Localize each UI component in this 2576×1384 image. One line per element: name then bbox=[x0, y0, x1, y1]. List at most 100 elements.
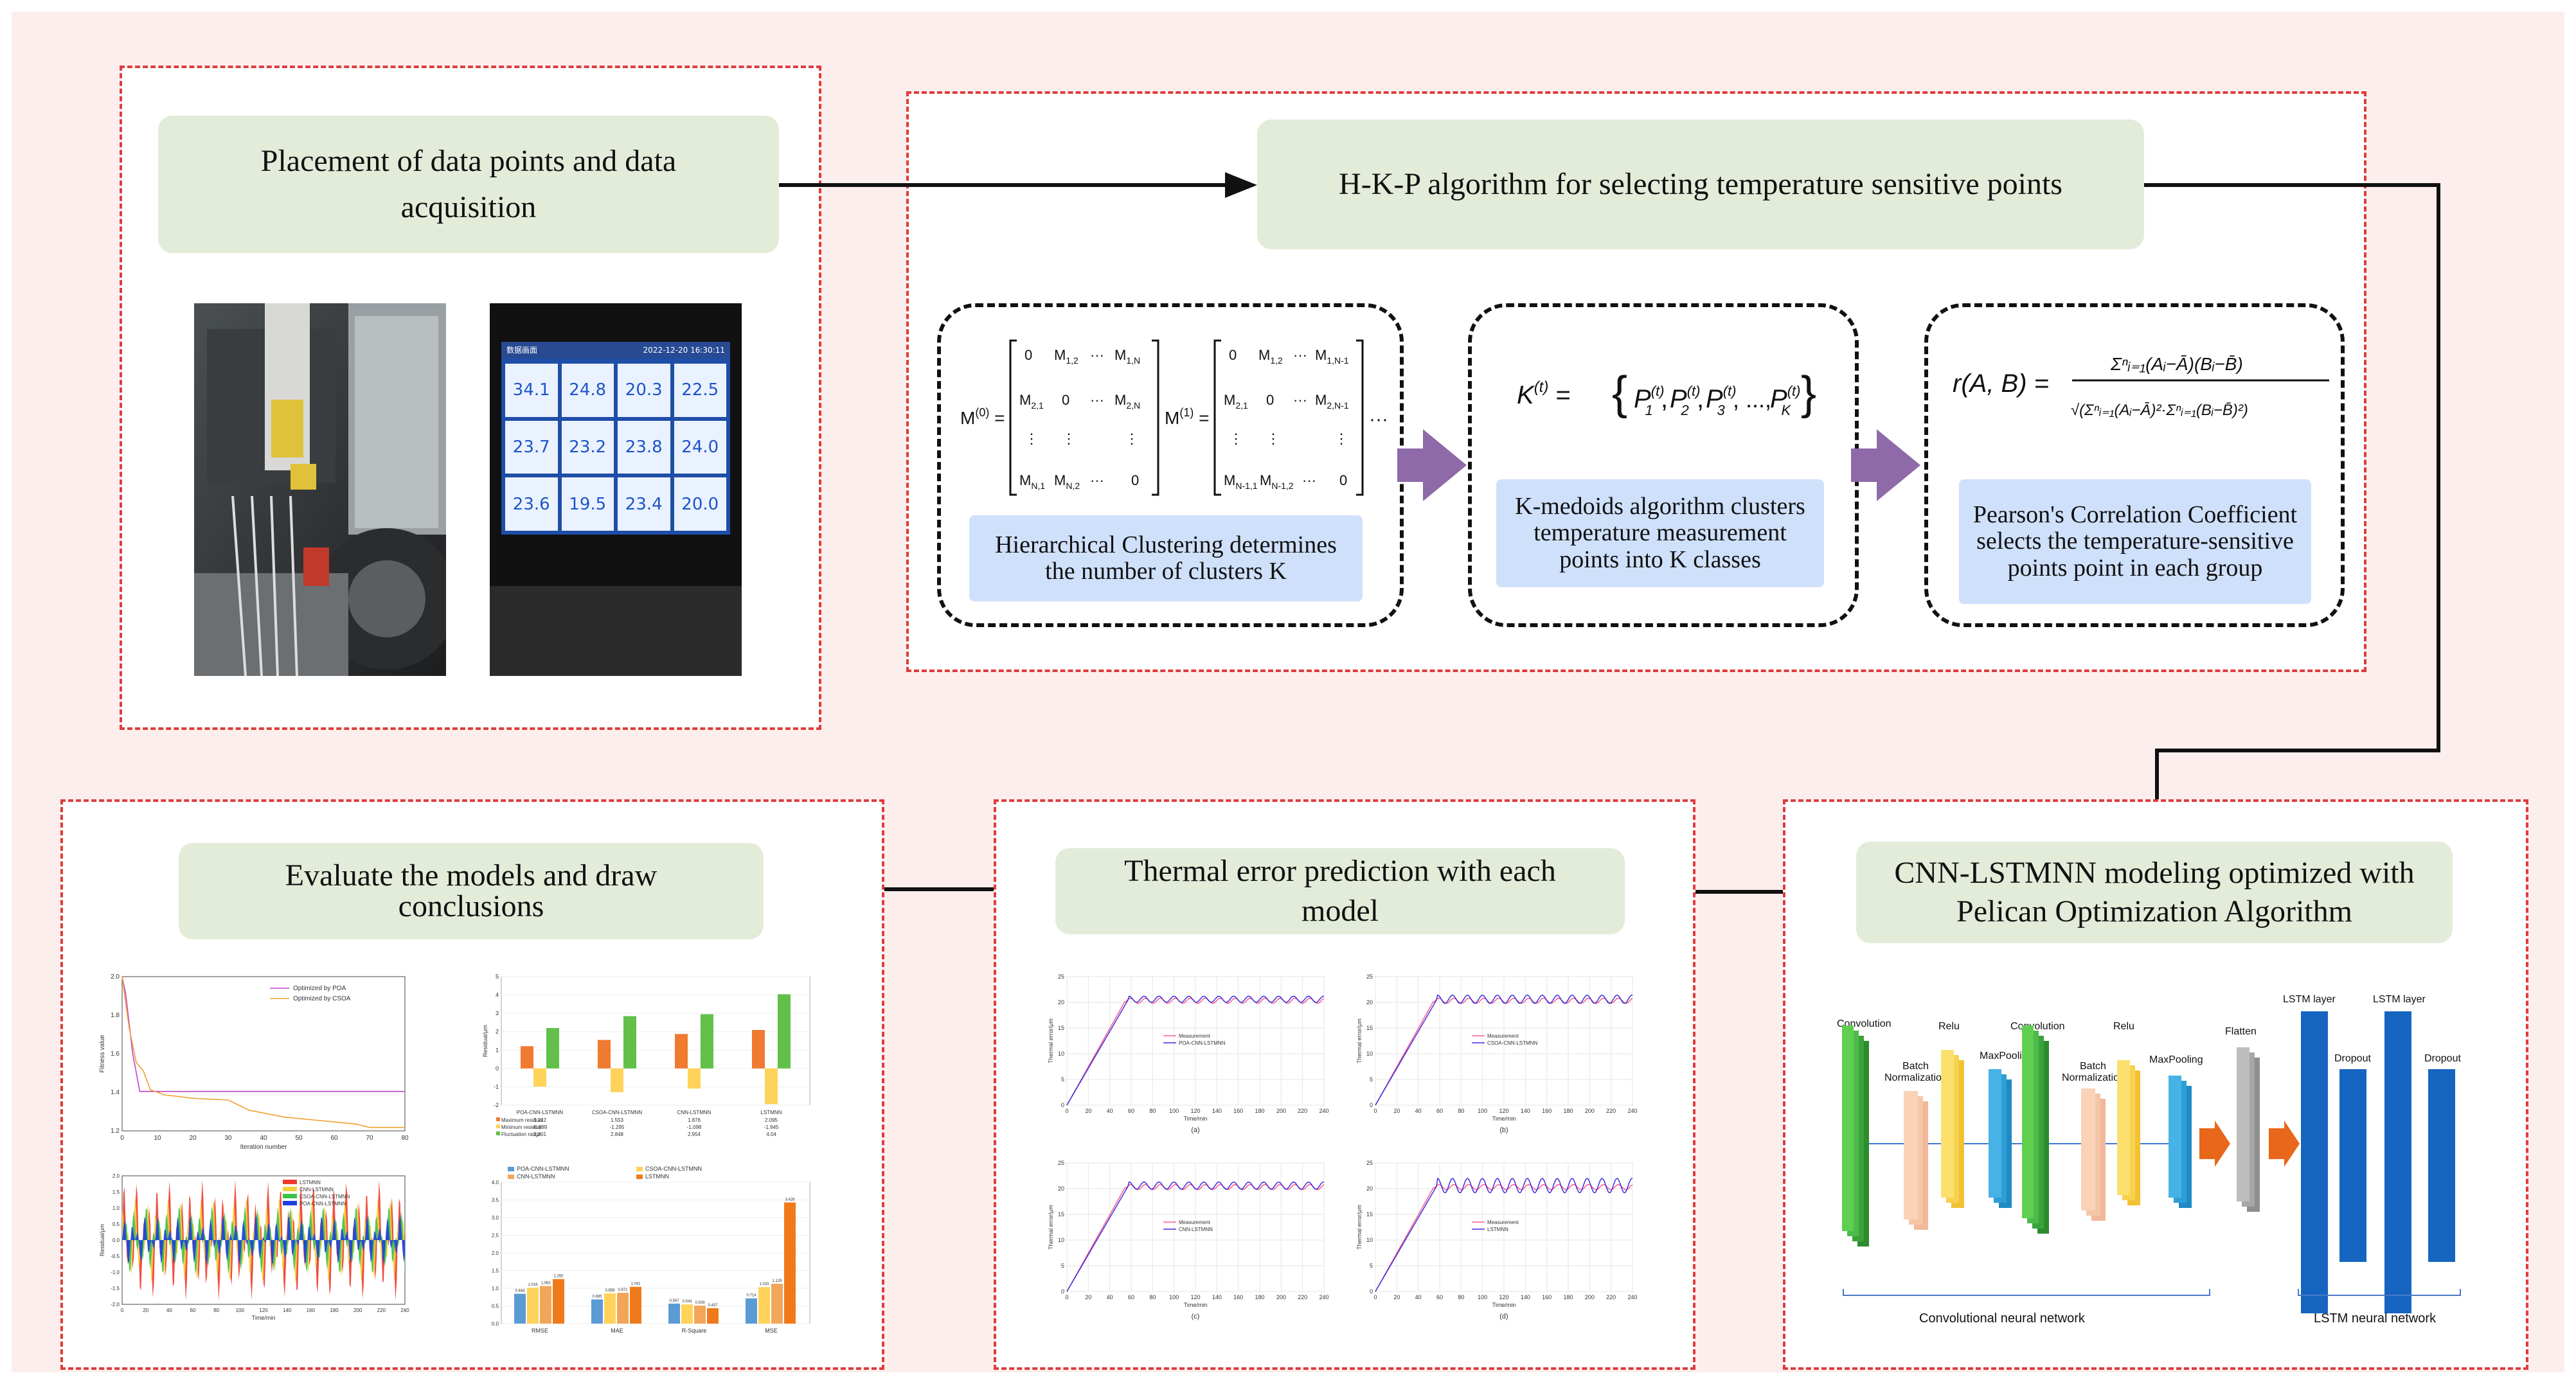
display-header: 数据画面 2022-12-20 16:30:11 bbox=[501, 342, 730, 359]
conv-block-2 bbox=[2022, 1025, 2049, 1234]
metric-bar bbox=[681, 1304, 693, 1324]
category-label: RMSE bbox=[532, 1327, 548, 1334]
prediction-line bbox=[1066, 1181, 1325, 1292]
x-tick-label: 0 bbox=[1065, 1294, 1068, 1300]
table-cell: 1.876 bbox=[688, 1117, 701, 1123]
title-evaluation: Evaluate the models and draw conclusions bbox=[179, 843, 764, 939]
pearson-caption: Pearson's Correlation Coefficient select… bbox=[1959, 479, 2311, 604]
x-tick-label: 80 bbox=[1149, 1294, 1156, 1300]
legend-swatch bbox=[508, 1175, 514, 1179]
lstm-layer-2 bbox=[2384, 1011, 2411, 1313]
metric-bar bbox=[771, 1283, 783, 1324]
x-tick-label: 80 bbox=[1458, 1108, 1464, 1114]
kmedoids-caption: K-medoids algorithm clusters temperature… bbox=[1496, 479, 1824, 587]
metric-bar bbox=[707, 1308, 719, 1324]
y-tick-label: -1 bbox=[494, 1083, 499, 1090]
metric-bar bbox=[746, 1298, 757, 1324]
metric-bar-label: 0.685 bbox=[592, 1295, 602, 1299]
label-batch-1: Batch bbox=[1902, 1061, 1929, 1072]
table-cell: -1.945 bbox=[764, 1124, 779, 1130]
svg-text:⋮: ⋮ bbox=[1125, 430, 1139, 447]
plot-frame bbox=[121, 976, 406, 1131]
plot-tag: (c) bbox=[1192, 1313, 1200, 1320]
y-tick-label: 0.0 bbox=[492, 1321, 499, 1327]
row-label: Fluctuation range bbox=[501, 1131, 541, 1137]
metric-bar-label: 0.714 bbox=[746, 1294, 756, 1298]
x-axis-label: Time/min bbox=[1492, 1115, 1516, 1122]
residual-series-area bbox=[122, 1215, 405, 1265]
group-label: POA-CNN-LSTMNN bbox=[517, 1110, 564, 1115]
x-tick-label: 160 bbox=[1542, 1294, 1552, 1300]
y-tick-label: 25 bbox=[1366, 1160, 1373, 1166]
label-relu-1: Relu bbox=[1938, 1021, 1960, 1032]
svg-text:···: ··· bbox=[1090, 392, 1104, 408]
x-tick-label: 220 bbox=[1606, 1108, 1616, 1114]
legend-swatch bbox=[283, 1187, 297, 1191]
x-tick-label: 140 bbox=[1212, 1294, 1222, 1300]
y-tick-label: -1.0 bbox=[111, 1270, 120, 1275]
x-tick-label: 60 bbox=[190, 1308, 196, 1313]
label-lstm-2: LSTM layer bbox=[2373, 994, 2426, 1005]
residual-series-area bbox=[122, 1206, 405, 1274]
kmedoids-formula: K(t) = { P(t)1 , P(t)2 , P(t)3 , ..., P(… bbox=[1517, 368, 1816, 419]
y-axis-label: Thermal error/μm bbox=[1356, 1205, 1363, 1250]
legend-label: Measurement bbox=[1179, 1033, 1211, 1039]
y-axis-label: Thermal error/μm bbox=[1356, 1018, 1363, 1063]
x-tick-label: 40 bbox=[1415, 1294, 1422, 1300]
x-tick-label: 180 bbox=[1255, 1108, 1264, 1114]
display-shelf bbox=[490, 586, 742, 676]
x-tick-label: 140 bbox=[283, 1308, 292, 1313]
x-tick-label: 200 bbox=[1585, 1108, 1595, 1114]
reading-cell: 23.8 bbox=[618, 420, 670, 474]
x-tick-label: 160 bbox=[1542, 1108, 1552, 1114]
display-grid: 34.1 24.8 20.3 22.5 23.7 23.2 23.8 24.0 … bbox=[505, 364, 726, 531]
y-tick-label: 1.0 bbox=[112, 1205, 120, 1211]
legend-label: POA-CNN-LSTMNN bbox=[1179, 1040, 1226, 1046]
label-batch-2: Batch bbox=[2080, 1061, 2106, 1072]
group-label: CNN-LSTMNN bbox=[677, 1110, 711, 1115]
dropout-layer-2 bbox=[2428, 1069, 2455, 1262]
bar-minimum-residual bbox=[533, 1068, 546, 1087]
table-cell: 4.04 bbox=[766, 1131, 776, 1137]
svg-text:⋮: ⋮ bbox=[1062, 430, 1076, 447]
y-tick-label: 25 bbox=[1058, 1160, 1064, 1166]
x-tick-label: 40 bbox=[166, 1308, 172, 1313]
y-tick-label: 20 bbox=[1366, 1185, 1373, 1192]
reading-cell: 23.7 bbox=[505, 420, 558, 474]
relu-block-1 bbox=[1941, 1050, 1964, 1208]
title-cnn-lstmnn-line1: CNN-LSTMNN modeling optimized with bbox=[1894, 856, 2415, 890]
x-tick-label: 240 bbox=[400, 1308, 409, 1313]
title-cnn-lstmnn-line2: Pelican Optimization Algorithm bbox=[1956, 894, 2352, 928]
x-tick-label: 140 bbox=[1212, 1108, 1222, 1114]
relu-block-2 bbox=[2117, 1060, 2140, 1205]
group-label: LSTMNN bbox=[761, 1110, 782, 1115]
legend-label: POA-CNN-LSTMNN bbox=[517, 1166, 569, 1172]
svg-text:···: ··· bbox=[1090, 347, 1104, 363]
x-tick-label: 100 bbox=[1478, 1108, 1487, 1114]
y-tick-label: 0.5 bbox=[112, 1221, 120, 1227]
svg-text:√(Σⁿᵢ₌₁(Aᵢ−Ā)²·Σⁿᵢ₌₁(Bᵢ−B̄)²): √(Σⁿᵢ₌₁(Aᵢ−Ā)²·Σⁿᵢ₌₁(Bᵢ−B̄)²) bbox=[2071, 402, 2248, 419]
table-cell: 2.954 bbox=[688, 1131, 701, 1137]
temperature-display-photo: 数据画面 2022-12-20 16:30:11 34.1 24.8 20.3 … bbox=[490, 303, 742, 676]
legend-swatch bbox=[636, 1167, 643, 1171]
title-data-acquisition: Placement of data points and data acquis… bbox=[158, 116, 779, 253]
reading-cell: 24.0 bbox=[674, 420, 726, 474]
metric-bar-label: 1.016 bbox=[528, 1283, 538, 1287]
lstm-layer-1 bbox=[2301, 1011, 2328, 1313]
svg-text:0: 0 bbox=[1131, 472, 1139, 488]
display-header-left: 数据画面 bbox=[506, 346, 538, 355]
y-tick-label: 3.5 bbox=[492, 1198, 499, 1203]
label-maxpooling-2: MaxPooling bbox=[2149, 1054, 2203, 1065]
legend-label: CNN-LSTMNN bbox=[300, 1187, 334, 1193]
legend-label: CNN-LSTMNN bbox=[517, 1173, 555, 1180]
x-tick-label: 120 bbox=[1190, 1294, 1200, 1300]
y-tick-label: 0 bbox=[1370, 1102, 1373, 1108]
x-axis-label: Iteration number bbox=[240, 1144, 287, 1151]
x-tick-label: 180 bbox=[330, 1308, 339, 1313]
y-tick-label: 4.0 bbox=[492, 1180, 499, 1185]
x-tick-label: 180 bbox=[1563, 1108, 1573, 1114]
metric-bar bbox=[514, 1293, 526, 1324]
x-tick-label: 20 bbox=[143, 1308, 148, 1313]
